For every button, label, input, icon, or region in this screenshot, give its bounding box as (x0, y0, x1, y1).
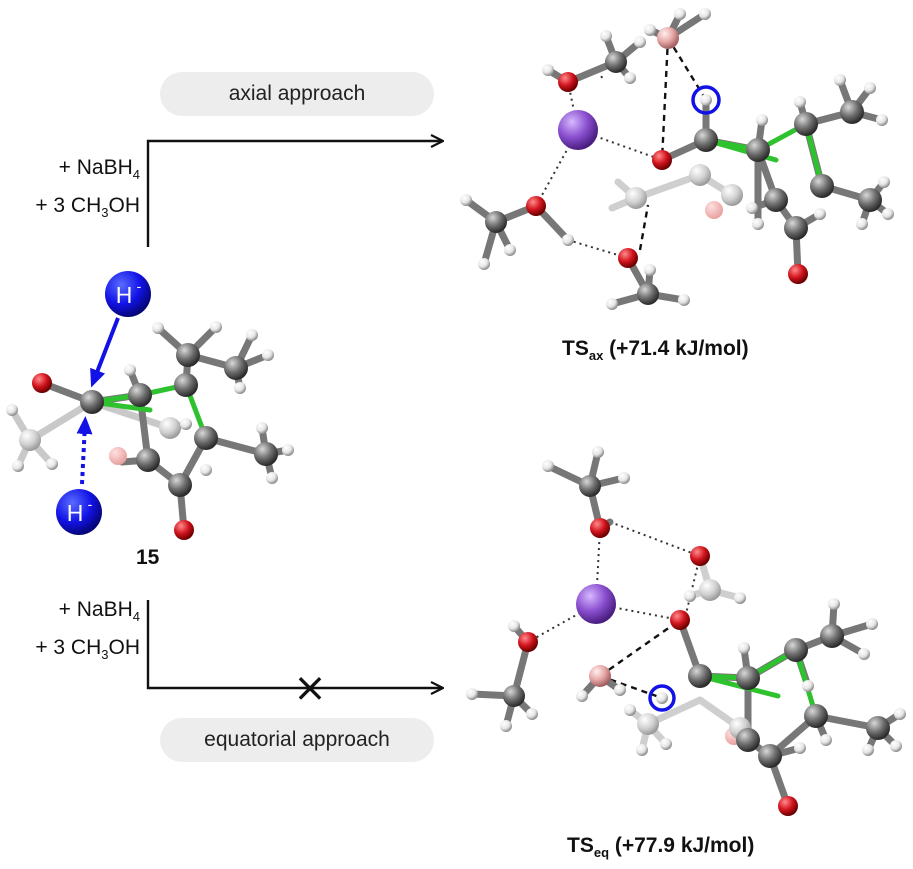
hydride-bottom-ball: H - (56, 489, 102, 535)
hydride-axial-arrow (90, 317, 120, 388)
hydride-top-ball: H - (105, 271, 151, 317)
axial-approach-label: axial approach (160, 72, 434, 116)
equatorial-reagent-methanol: + 3 CH3OH (35, 636, 140, 663)
blocked-mark: × (293, 665, 327, 711)
equatorial-arrow (146, 600, 442, 688)
compound-number: 15 (136, 546, 160, 569)
axial-arrow (146, 141, 442, 247)
equatorial-approach-label: equatorial approach (160, 718, 434, 762)
equatorial-reagent-nabh4: + NaBH4 (58, 598, 140, 625)
substrate-molecule (6, 321, 294, 540)
hydride-equatorial-arrow (76, 416, 93, 485)
ts-equatorial-label: TSeq (+77.9 kJ/mol) (567, 834, 755, 861)
hydride-top-charge: - (137, 278, 142, 294)
ts-equatorial-molecule (466, 446, 906, 816)
hydride-bottom-charge: - (88, 496, 93, 512)
axial-reagent-methanol: + 3 CH3OH (35, 194, 140, 221)
axial-reagents: + NaBH4 + 3 CH3OH (0, 152, 140, 228)
axial-hydrogen-highlight (691, 85, 721, 115)
equatorial-reagents: + NaBH4 + 3 CH3OH (0, 594, 140, 670)
hydride-top-label: H (116, 282, 133, 308)
ts-axial-label: TSax (+71.4 kJ/mol) (562, 337, 749, 364)
ts-axial-molecule (460, 8, 894, 310)
axial-reagent-nabh4: + NaBH4 (58, 156, 140, 183)
equatorial-hydrogen-highlight (648, 684, 676, 712)
hydride-bottom-label: H (67, 500, 84, 526)
